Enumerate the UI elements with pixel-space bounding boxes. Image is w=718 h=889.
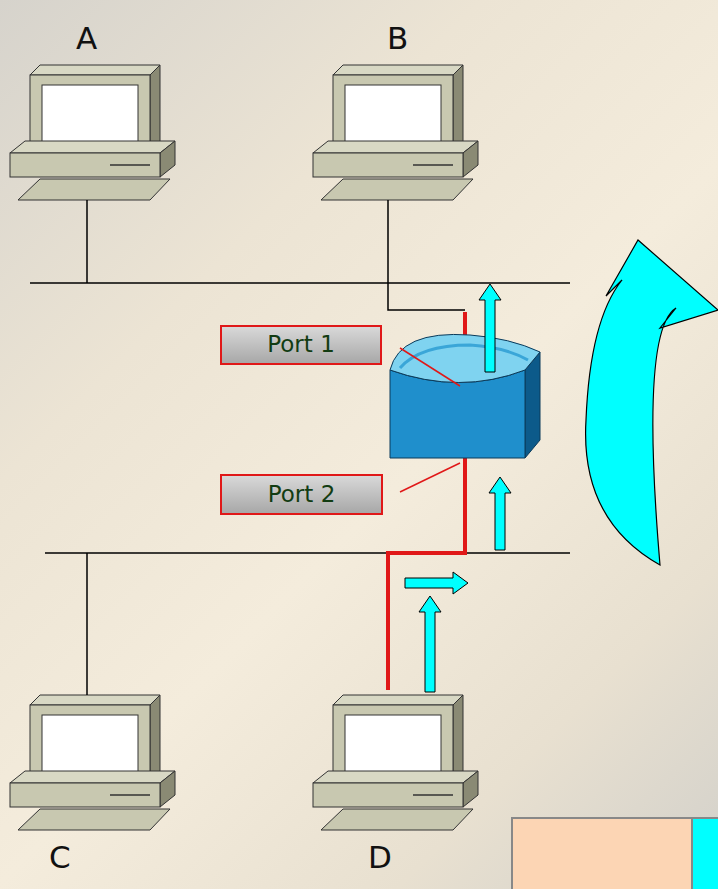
bridge-symbol	[390, 334, 540, 458]
flow-arrow	[405, 284, 511, 692]
port-label: Port 2	[268, 482, 336, 507]
lan-segment	[30, 282, 570, 284]
port-box: Port 2	[220, 474, 383, 515]
drop-cable	[86, 553, 88, 695]
host-letter: B	[387, 23, 408, 54]
host-letter: D	[368, 842, 392, 873]
drop-cable	[388, 200, 465, 310]
computer-icon	[313, 65, 478, 200]
decor-panel	[692, 818, 718, 889]
host-letter: A	[76, 23, 97, 54]
port-box: Port 1	[220, 325, 382, 365]
host-letter: C	[49, 842, 71, 873]
lan-segment	[45, 552, 570, 554]
decor-panel	[512, 818, 692, 889]
leader-line	[400, 463, 460, 492]
drop-cable	[86, 200, 88, 283]
computer-icon	[10, 695, 175, 830]
computer-icon	[313, 695, 478, 830]
leader-line	[400, 348, 460, 386]
curved-arrow	[586, 240, 718, 565]
port-label: Port 1	[267, 332, 335, 357]
computer-icon	[10, 65, 175, 200]
